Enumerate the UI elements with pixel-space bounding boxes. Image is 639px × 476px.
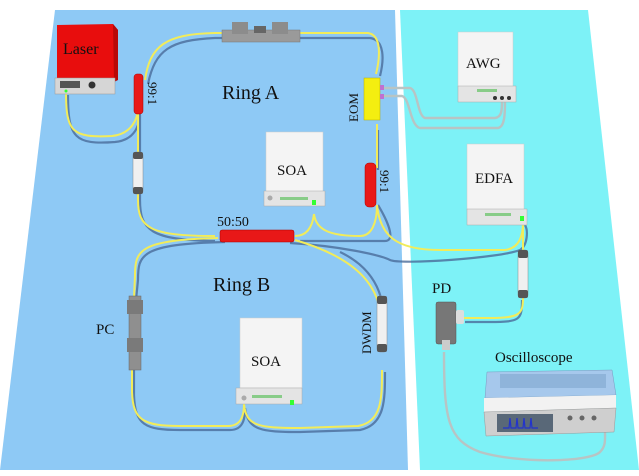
eom-label: EOM bbox=[346, 93, 361, 122]
fiber-soa-to-coupler bbox=[313, 204, 378, 238]
ring-a-label: Ring A bbox=[222, 82, 280, 104]
edfa-amplifier[interactable]: EDFA bbox=[466, 143, 528, 226]
isolator[interactable] bbox=[132, 151, 144, 195]
oscilloscope-label: Oscilloscope bbox=[495, 350, 573, 366]
awg-generator[interactable]: AWG bbox=[457, 31, 517, 103]
fiber-5050-to-soa bbox=[294, 213, 315, 237]
coupler-50-50[interactable]: 50:50 bbox=[217, 215, 295, 243]
cable-eom-to-awg-2 bbox=[382, 94, 507, 130]
coupler-input-label: 99:1 bbox=[145, 82, 160, 105]
ring-b-label: Ring B bbox=[213, 274, 270, 296]
oscilloscope[interactable]: Oscilloscope bbox=[483, 350, 617, 437]
dwdm-filter[interactable]: DWDM bbox=[359, 295, 388, 354]
fiber-ring-a-left bbox=[137, 112, 216, 237]
soa-b-label: SOA bbox=[251, 354, 281, 370]
polarization-controller-ring-b[interactable]: PC bbox=[96, 295, 143, 371]
edfa-label: EDFA bbox=[475, 171, 513, 187]
fiber-ring-b-top bbox=[133, 237, 219, 299]
eom-modulator[interactable]: EOM bbox=[346, 77, 384, 122]
coupler-99-1-input[interactable]: 99:1 bbox=[133, 73, 160, 115]
fiber-ring-a-top bbox=[144, 32, 380, 81]
coupler-99-1-output[interactable]: 99:1 bbox=[364, 162, 392, 208]
cable-pd-to-scope bbox=[442, 351, 607, 462]
fiber-ring-b-bottom-left bbox=[131, 368, 245, 427]
coupler-output-label: 99:1 bbox=[377, 170, 392, 193]
laser-source[interactable]: Laser bbox=[54, 24, 118, 95]
oscilloscope-trace bbox=[503, 417, 538, 429]
coupler-5050-label: 50:50 bbox=[217, 215, 249, 230]
electrical-cables bbox=[382, 86, 607, 462]
fiber-filter-to-pd bbox=[464, 297, 524, 319]
laser-label: Laser bbox=[63, 41, 99, 58]
soa-ring-a[interactable]: SOA bbox=[263, 131, 326, 207]
fiber-laser-to-coupler bbox=[65, 91, 139, 138]
pd-label: PD bbox=[432, 281, 451, 297]
cable-eom-to-awg bbox=[382, 86, 504, 120]
polarization-controller-ring-a[interactable] bbox=[221, 22, 301, 43]
soa-a-label: SOA bbox=[277, 163, 307, 179]
fiber-ring-b-bottom-right bbox=[243, 369, 383, 430]
pc-label: PC bbox=[96, 322, 114, 338]
soa-ring-b[interactable]: SOA bbox=[235, 317, 303, 405]
awg-label: AWG bbox=[466, 56, 501, 72]
inline-fiber-component[interactable] bbox=[517, 249, 529, 299]
fiber-tap-to-edfa bbox=[376, 204, 524, 251]
photodetector[interactable]: PD bbox=[432, 281, 464, 350]
dwdm-label: DWDM bbox=[359, 311, 374, 354]
